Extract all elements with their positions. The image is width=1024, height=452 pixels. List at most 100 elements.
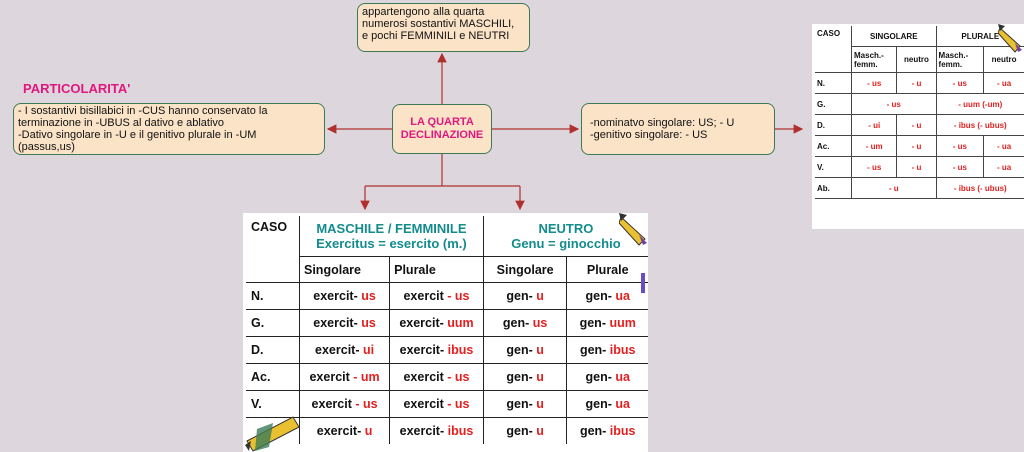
stem-text: gen-: [506, 424, 533, 438]
ending-text: - us: [443, 370, 470, 384]
ending-text: us: [357, 289, 376, 303]
stem-text: gen-: [506, 370, 533, 384]
table-cell: exercit - us: [389, 282, 484, 310]
table-cell: exercit - us: [389, 390, 484, 418]
stem-text: gen-: [506, 289, 533, 303]
table-cell: - us: [851, 72, 898, 94]
table-cell: N.: [246, 282, 300, 310]
ending-text: uum: [443, 316, 474, 330]
small-neutro-header: neutro: [896, 46, 937, 73]
small-masch-header: Masch.- femm.: [851, 46, 898, 73]
table-cell: - us: [936, 135, 985, 157]
table-cell: exercit- ibus: [389, 417, 484, 444]
table-cell: gen- u: [483, 363, 568, 391]
table-cell: - u: [896, 156, 937, 178]
table-cell: - ua: [983, 72, 1024, 94]
ending-text: - ibus (- ubus): [953, 120, 1007, 130]
top-info-box: appartengono alla quarta numerosi sostan…: [357, 3, 530, 52]
masc-title: MASCHILE / FEMMINILE: [316, 221, 467, 236]
table-cell: gen- u: [483, 417, 568, 444]
table-cell: exercit - us: [389, 363, 484, 391]
particolarita-title: PARTICOLARITA': [23, 81, 131, 96]
ending-text: u: [532, 343, 544, 357]
table-cell: Ac.: [246, 363, 300, 391]
ending-text: ui: [359, 343, 375, 357]
table-cell: - ua: [983, 135, 1024, 157]
table-cell: gen- uum: [566, 309, 648, 337]
table-cell: - us: [936, 156, 985, 178]
stem-text: exercit-: [313, 289, 358, 303]
table-cell: N.: [815, 72, 852, 94]
stem-text: exercit-: [399, 316, 444, 330]
stem-text: exercit-: [315, 343, 360, 357]
ending-text: uum: [605, 316, 636, 330]
neut-title: NEUTRO: [538, 221, 594, 236]
table-cell: D.: [815, 114, 852, 136]
ending-text: - u: [911, 78, 922, 88]
ending-text: u: [532, 424, 544, 438]
table-row: V.- us- u- us- ua: [815, 156, 1024, 178]
ending-text: - us: [952, 141, 967, 151]
small-caso-header: CASO: [815, 26, 852, 73]
table-cell: gen- u: [483, 336, 568, 364]
table-cell: Ab.: [815, 177, 852, 199]
ending-text: u: [532, 370, 544, 384]
ending-text: - u: [911, 141, 922, 151]
ending-text: us: [357, 316, 376, 330]
table-cell: Ac.: [815, 135, 852, 157]
particolarita-box: - I sostantivi bisillabici in -CUS hanno…: [13, 103, 325, 155]
stem-text: D.: [251, 343, 264, 357]
masc-subtitle: Exercitus = esercito (m.): [316, 236, 467, 251]
ending-text: u: [532, 397, 544, 411]
stem-text: gen-: [506, 397, 533, 411]
case-label: V.: [817, 162, 824, 172]
stem-text: gen-: [506, 343, 533, 357]
table-cell: exercit- us: [299, 282, 391, 310]
neut-sing-header: Singolare: [483, 256, 568, 283]
case-label: D.: [817, 120, 825, 130]
declension-table: CASO MASCHILE / FEMMINILE Exercitus = es…: [243, 213, 648, 452]
stem-text: exercit: [403, 397, 444, 411]
table-cell: D.: [246, 336, 300, 364]
case-label: N.: [817, 78, 825, 88]
stem-text: gen-: [579, 316, 606, 330]
table-cell: gen- us: [483, 309, 568, 337]
ending-text: - us: [867, 162, 882, 172]
table-row: D.- ui- u- ibus (- ubus): [815, 114, 1024, 136]
ending-text: - us: [443, 397, 470, 411]
stem-text: gen-: [502, 316, 530, 330]
ending-text: - um: [865, 141, 883, 151]
stem-text: G.: [251, 316, 265, 330]
neut-plur-header: Plurale: [586, 262, 629, 277]
ending-text: - u: [911, 162, 922, 172]
table-cell: gen- ua: [566, 282, 648, 310]
case-label: Ac.: [817, 141, 830, 151]
table-cell: - um: [851, 135, 898, 157]
ending-text: - us: [867, 78, 882, 88]
table-cell: V.: [246, 390, 300, 418]
stem-text: gen-: [585, 370, 612, 384]
stem-text: exercit-: [313, 316, 358, 330]
table-cell: - u: [896, 135, 937, 157]
table-row: N. - us - u - us - ua: [815, 72, 1024, 94]
ending-text: - us: [952, 162, 967, 172]
table-cell: - us: [936, 72, 985, 94]
ending-text: - us: [952, 78, 967, 88]
table-cell: - u: [896, 72, 937, 94]
stem-text: exercit: [403, 370, 444, 384]
stem-text: gen-: [579, 424, 607, 438]
ending-text: ibus: [444, 343, 474, 357]
table-cell: gen- u: [483, 390, 568, 418]
stem-text: Ac.: [251, 370, 271, 384]
table-cell: - u: [896, 114, 937, 136]
table-cell: exercit- ui: [299, 336, 391, 364]
table-cell: - us: [851, 93, 937, 115]
table-cell: gen- ua: [566, 363, 648, 391]
pencil-icon: [619, 213, 647, 246]
ending-text: ibus: [444, 424, 474, 438]
stem-text: exercit-: [399, 343, 445, 357]
stem-text: V.: [251, 397, 262, 411]
ending-text: - ua: [996, 141, 1012, 151]
